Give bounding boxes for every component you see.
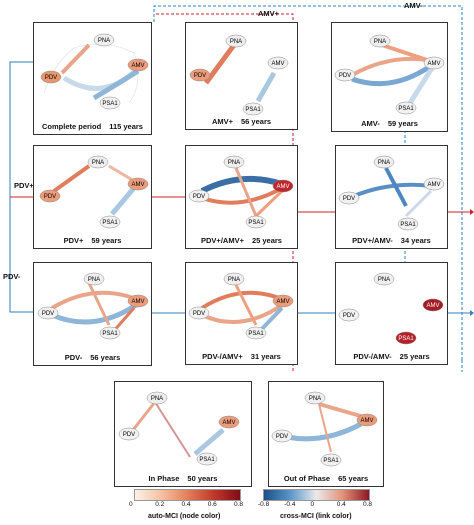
node-pna: PNA [378, 160, 390, 166]
label-pdv-neg: PDV- [3, 272, 21, 281]
panel-caption: PDV+/AMV+25 years [201, 236, 282, 245]
node-pna: PNA [228, 160, 240, 166]
node-psa1: PSA1 [199, 457, 215, 463]
node-pdv: PDV [339, 73, 351, 79]
node-pdv: PDV [194, 73, 206, 79]
node-pna: PNA [228, 277, 240, 283]
node-amv: AMV [222, 420, 235, 426]
node-pdv: PDV [343, 196, 355, 202]
node-amv: AMV [131, 63, 144, 69]
label-amv-neg: AMV- [404, 1, 423, 10]
node-pdv: PDV [44, 194, 56, 200]
node-amv: AMV [427, 182, 440, 188]
node-pdv: PDV [276, 434, 288, 440]
node-pdv: PDV [123, 432, 135, 438]
colorbar-auto [134, 489, 241, 501]
network-diagram: PNA PDV AMV PSA1 [37, 272, 149, 340]
node-pdv: PDV [193, 194, 205, 200]
node-pna: PNA [88, 277, 100, 283]
network-diagram: PNA PDV AMV PSA1 [39, 155, 149, 229]
node-psa1: PSA1 [102, 101, 118, 107]
node-psa1: PSA1 [398, 336, 414, 342]
colorbar-tick: 0.2 [155, 501, 165, 508]
panel-pdvpos-amvneg: PNA PDV AMV PSA1 PDV+/AMV-34 years [335, 145, 448, 249]
panel-caption: PDV-/AMV+31 years [202, 352, 281, 361]
node-psa1: PSA1 [248, 331, 264, 337]
node-amv: AMV [276, 184, 289, 190]
node-pna: PNA [151, 396, 163, 402]
node-pna: PNA [309, 396, 321, 402]
panel-amvneg: PNA PDV AMV PSA1 AMV-59 years [331, 22, 448, 132]
node-psa1: PSA1 [102, 220, 118, 226]
node-pna: PNA [92, 160, 104, 166]
network-diagram: PNA PDV AMV PSA1 [338, 272, 444, 345]
node-pdv: PDV [45, 75, 57, 81]
colorbar-cross-title: cross-MCI (link color) [280, 513, 352, 520]
panel-caption: PDV+/AMV-34 years [352, 236, 431, 245]
node-psa1: PSA1 [102, 331, 118, 337]
node-pna: PNA [98, 38, 110, 44]
panel-pdvneg-amvneg: PNA PDV AMV PSA1 PDV-/AMV-25 years [335, 262, 448, 365]
network-diagram: PNA PDV AMV PSA1 [188, 155, 294, 229]
node-psa1: PSA1 [398, 106, 414, 112]
network-diagram: PNA PDV AMV PSA1 [40, 33, 149, 110]
node-pdv: PDV [42, 311, 54, 317]
label-pdv-pos: PDV+ [14, 181, 34, 190]
label-amv-pos: AMV+ [258, 9, 280, 18]
node-amv: AMV [131, 299, 144, 305]
network-diagram: PNA PDV AMV PSA1 [271, 391, 378, 467]
node-pna: PNA [230, 39, 242, 45]
node-amv: AMV [360, 418, 373, 424]
colorbar-tick: 0.4 [336, 501, 346, 508]
panel-pdvpos-amvpos: PNA PDV AMV PSA1 PDV+/AMV+25 years [185, 145, 298, 249]
panel-amvpos: PNA PDV AMV PSA1 AMV+56 years [185, 22, 298, 130]
colorbar-tick: -0.8 [258, 501, 270, 508]
panel-caption: AMV-59 years [361, 119, 418, 128]
node-pdv: PDV [343, 313, 355, 319]
panel-caption: PDV-/AMV-25 years [353, 352, 430, 361]
node-amv: AMV [271, 61, 284, 67]
colorbar-cross [263, 489, 370, 501]
network-diagram: PNA PDV AMV PSA1 [118, 391, 240, 466]
panel-pdvneg-amvpos: PNA PDV AMV PSA1 PDV-/AMV+31 years [185, 262, 298, 365]
colorbar-tick: 0.4 [181, 501, 191, 508]
panel-pdvneg: PNA PDV AMV PSA1 PDV-56 years [33, 262, 152, 366]
panel-caption: PDV-56 years [64, 353, 121, 362]
panel-caption: PDV+59 years [63, 236, 122, 245]
colorbar-tick: 0.6 [207, 501, 217, 508]
node-amv: AMV [131, 182, 144, 188]
node-psa1: PSA1 [245, 107, 261, 113]
network-diagram: PNA PDV AMV PSA1 [189, 34, 289, 116]
node-pna: PNA [374, 39, 386, 45]
colorbar-tick: -0.4 [284, 501, 296, 508]
panel-pdvpos: PNA PDV AMV PSA1 PDV+59 years [33, 145, 152, 249]
colorbar-tick: 0.8 [363, 501, 373, 508]
node-amv: AMV [276, 299, 289, 305]
colorbar-auto-title: auto-MCI (node color) [148, 513, 221, 520]
node-amv: AMV [426, 303, 439, 309]
panel-caption: AMV+56 years [211, 117, 272, 126]
node-psa1: PSA1 [248, 220, 264, 226]
colorbar-tick: 0 [310, 501, 315, 508]
network-diagram: PNA PDV AMV PSA1 [188, 272, 294, 340]
node-pdv: PDV [193, 311, 205, 317]
node-pna: PNA [378, 277, 390, 283]
colorbar-tick: 0 [129, 501, 133, 508]
network-diagram: PNA PDV AMV PSA1 [334, 34, 445, 115]
node-amv: AMV [427, 61, 440, 67]
node-psa1: PSA1 [323, 458, 339, 464]
network-diagram: PNA PDV AMV PSA1 [338, 155, 445, 231]
node-psa1: PSA1 [400, 222, 416, 228]
colorbar-tick: 0.8 [234, 501, 244, 508]
